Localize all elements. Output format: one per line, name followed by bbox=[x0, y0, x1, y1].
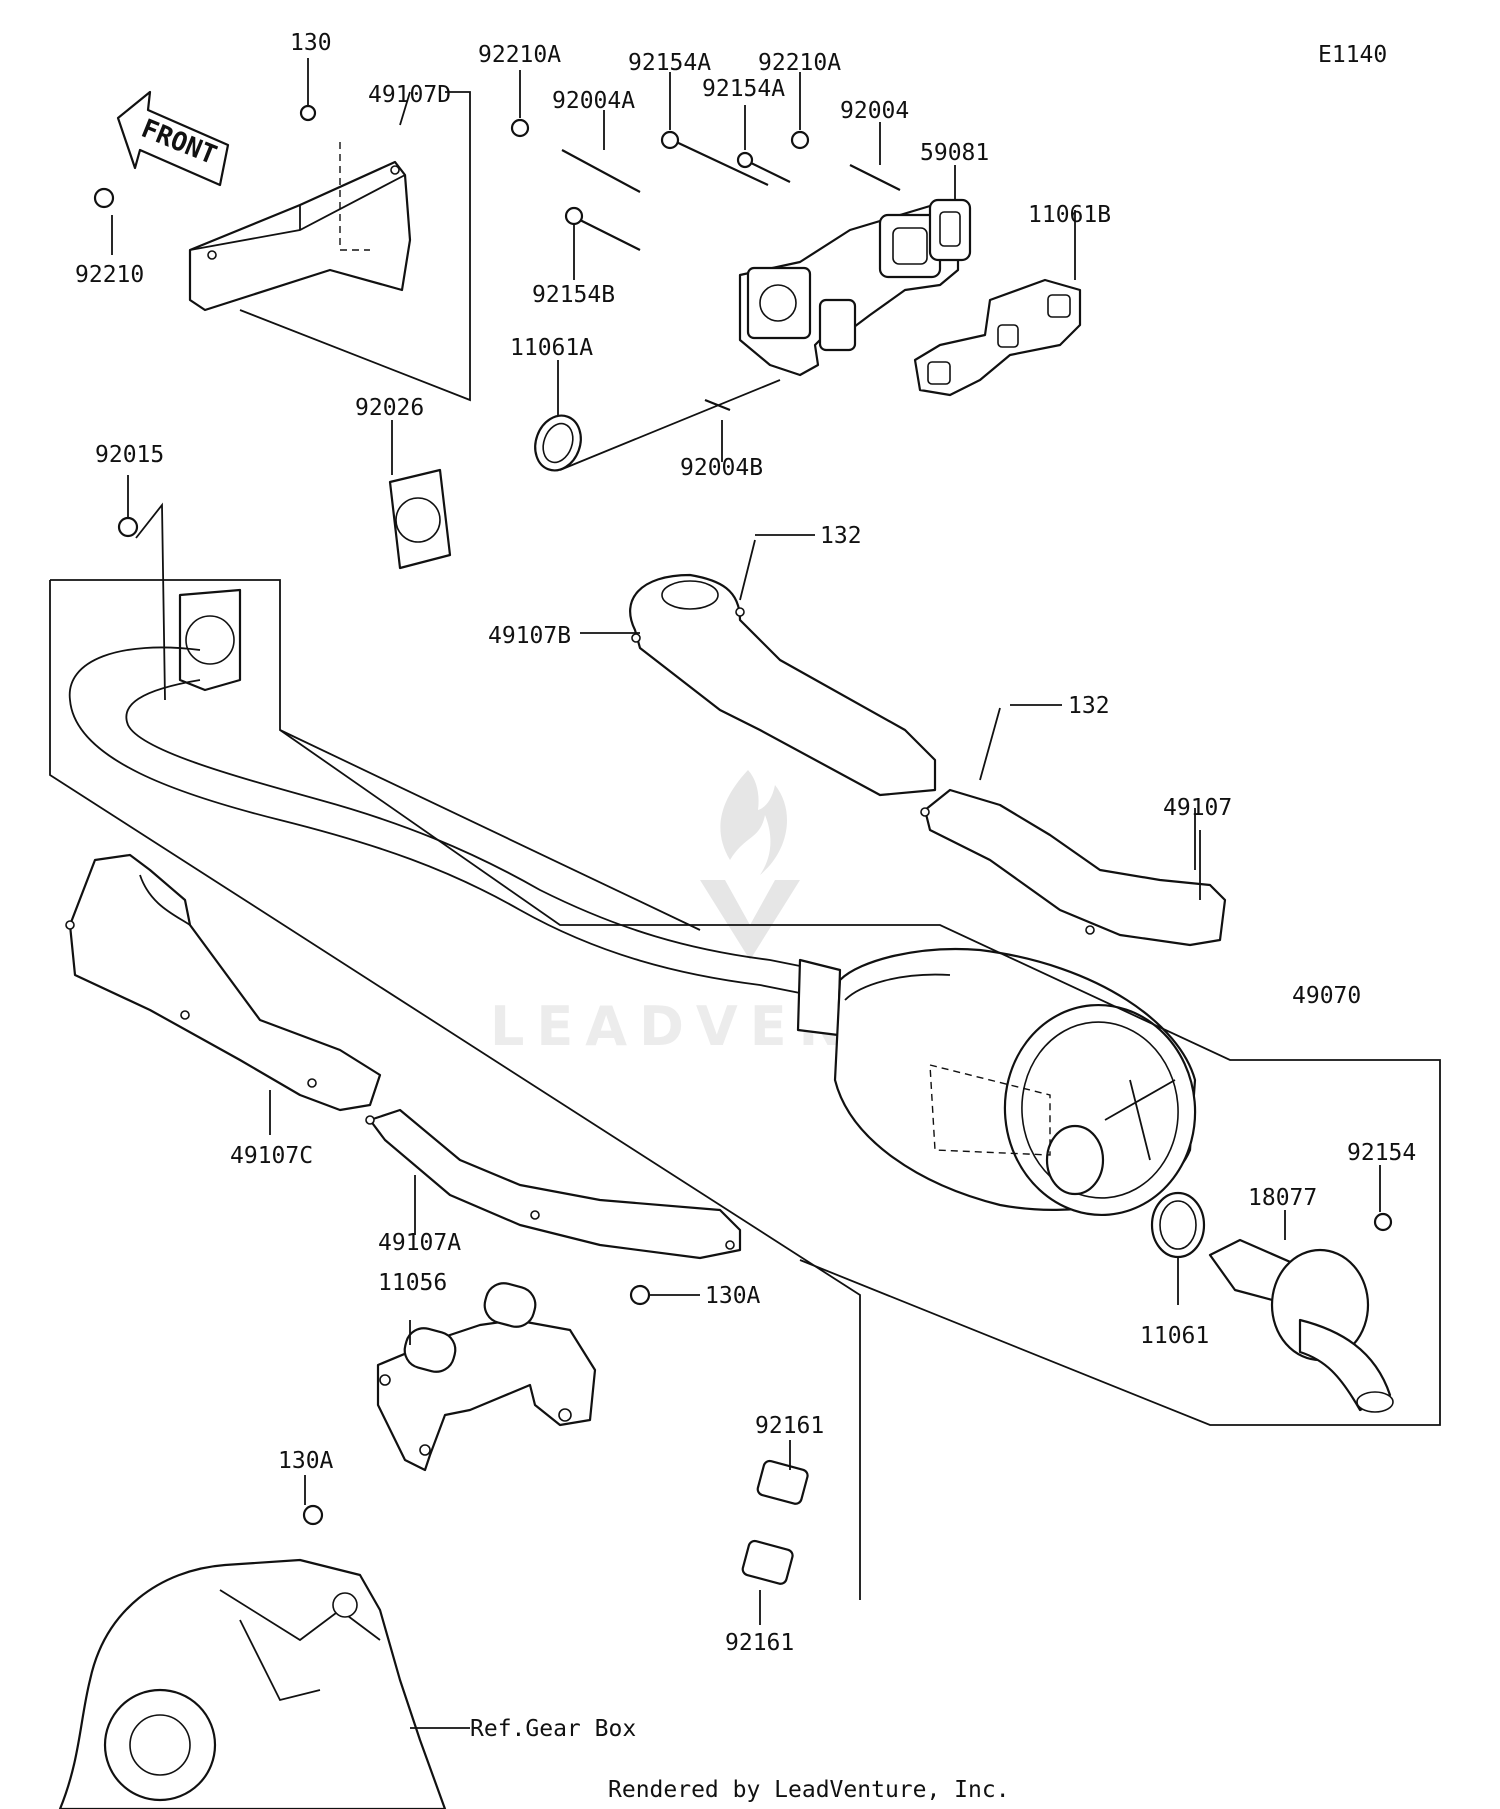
heat-shield-49107C bbox=[65, 853, 382, 1112]
nut-92210A-2 bbox=[790, 130, 810, 150]
nut-92210A-1 bbox=[510, 118, 530, 138]
stud-92004 bbox=[849, 164, 901, 191]
collar-92161-2 bbox=[741, 1539, 794, 1585]
label-49107B: 49107B bbox=[488, 623, 571, 649]
heat-shield-49107B bbox=[629, 573, 937, 797]
label-49107A: 49107A bbox=[378, 1230, 461, 1256]
label-49107C: 49107C bbox=[230, 1143, 313, 1169]
label-92004B: 92004B bbox=[680, 455, 763, 481]
exhaust-manifold-59081 bbox=[738, 198, 972, 377]
spark-arrestor-18077 bbox=[1208, 1238, 1394, 1413]
label-92210A-2: 92210A bbox=[758, 50, 841, 76]
label-130A-1: 130A bbox=[705, 1283, 761, 1309]
bolt-92154 bbox=[1373, 1212, 1393, 1232]
label-11056: 11056 bbox=[378, 1270, 447, 1296]
label-92026: 92026 bbox=[355, 395, 424, 421]
exhaust-pipe bbox=[68, 588, 842, 1037]
label-11061: 11061 bbox=[1140, 1323, 1209, 1349]
bolt-92154B bbox=[575, 217, 641, 251]
part-labels: 130 49107D 92210A 92154A 92210A 92004A 9… bbox=[75, 30, 1416, 1742]
label-59081: 59081 bbox=[920, 140, 989, 166]
heat-shield-49107A bbox=[365, 1108, 742, 1260]
nut-92015 bbox=[117, 516, 139, 538]
gasket-11061B bbox=[913, 278, 1082, 397]
label-92004: 92004 bbox=[840, 98, 909, 124]
bolt-92154A-1 bbox=[671, 139, 769, 186]
label-92161-2: 92161 bbox=[725, 1630, 794, 1656]
gasket-92026 bbox=[388, 468, 452, 570]
label-92154: 92154 bbox=[1347, 1140, 1416, 1166]
stud-92004A bbox=[561, 149, 641, 193]
label-11061A: 11061A bbox=[510, 335, 593, 361]
leader-lines bbox=[49, 58, 1441, 1729]
label-92154B: 92154B bbox=[532, 282, 615, 308]
front-arrow-icon: FRONT bbox=[116, 90, 230, 187]
bolt-130A-1 bbox=[629, 1284, 651, 1306]
collar-92161-1 bbox=[756, 1459, 809, 1505]
gear-box bbox=[58, 1558, 447, 1809]
muffler-49070 bbox=[833, 947, 1197, 1217]
heat-shield-49107 bbox=[920, 788, 1227, 947]
diagram-id: E1140 bbox=[1318, 42, 1387, 68]
label-92154A-2: 92154A bbox=[702, 76, 785, 102]
bracket-11056 bbox=[376, 1282, 597, 1472]
label-18077: 18077 bbox=[1248, 1185, 1317, 1211]
label-92004A: 92004A bbox=[552, 88, 635, 114]
bolt-130 bbox=[299, 104, 317, 122]
bolt-92154A-2 bbox=[744, 159, 791, 183]
label-92154A-1: 92154A bbox=[628, 50, 711, 76]
label-130A-2: 130A bbox=[278, 1448, 334, 1474]
nut-92210 bbox=[93, 187, 115, 209]
label-132-1: 132 bbox=[820, 523, 862, 549]
label-130: 130 bbox=[290, 30, 332, 56]
label-49070: 49070 bbox=[1292, 983, 1361, 1009]
label-132-2: 132 bbox=[1068, 693, 1110, 719]
label-92015: 92015 bbox=[95, 442, 164, 468]
label-49107: 49107 bbox=[1163, 795, 1232, 821]
label-11061B: 11061B bbox=[1028, 202, 1111, 228]
label-92210A-1: 92210A bbox=[478, 42, 561, 68]
label-ref-gear-box: Ref.Gear Box bbox=[470, 1716, 636, 1742]
heat-shield-49107D bbox=[188, 142, 412, 312]
bolt-130A-2 bbox=[302, 1504, 324, 1526]
footer-credit: Rendered by LeadVenture, Inc. bbox=[608, 1777, 1010, 1803]
upper-fasteners bbox=[93, 104, 901, 412]
label-49107D: 49107D bbox=[368, 82, 451, 108]
label-92161-1: 92161 bbox=[755, 1413, 824, 1439]
label-92210: 92210 bbox=[75, 262, 144, 288]
